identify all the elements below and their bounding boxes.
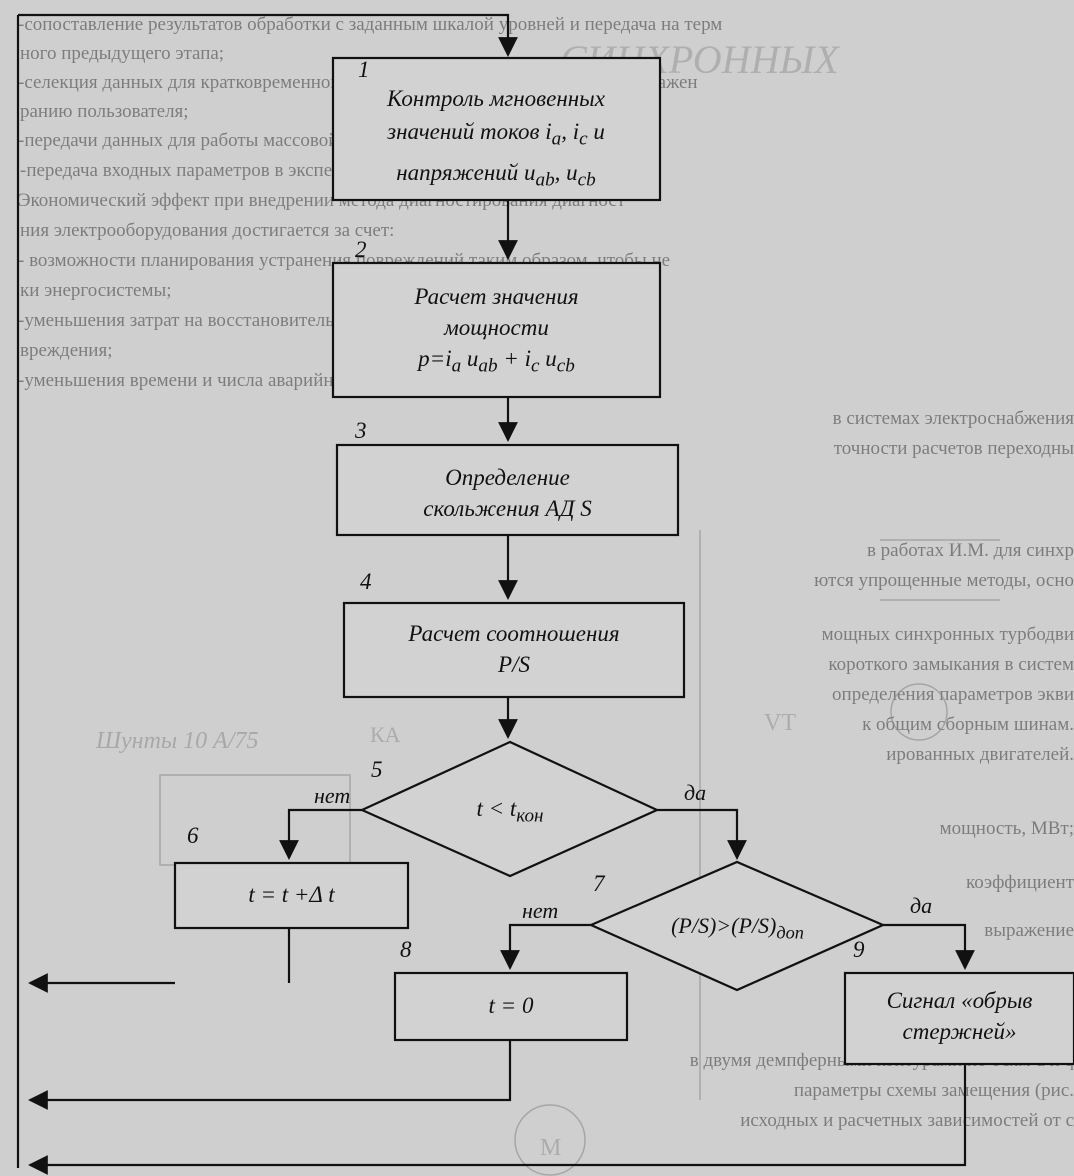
block-number-9: 9: [853, 937, 865, 962]
background-right-line: мощных синхронных турбодви: [821, 624, 1074, 645]
background-line: ного предыдущего этапа;: [20, 43, 225, 64]
block-2-line1: Расчет значения: [414, 284, 579, 309]
block-number-8: 8: [400, 937, 412, 962]
block-number-5: 5: [371, 757, 383, 782]
background-right-line: выражение: [984, 920, 1074, 941]
decision-7-yes-label: да: [910, 893, 933, 918]
background-line: -сопоставление результатов обработки с з…: [18, 14, 723, 35]
block-4-line2: P/S: [498, 652, 530, 677]
block-number-2: 2: [355, 237, 367, 262]
block-number-3: 3: [355, 418, 367, 443]
background-line: -передачи данных для работы массовой: [18, 130, 339, 151]
decision-7-no-label: нет: [522, 898, 559, 923]
background-line: вреждения;: [20, 340, 113, 361]
background-right-line: исходных и расчетных зависимостей от с: [740, 1110, 1074, 1131]
background-line: ранию пользователя;: [20, 101, 189, 122]
block-number-6: 6: [187, 823, 199, 848]
background-line: ки энергосистемы;: [20, 280, 172, 301]
background-right-line: коэффициент: [966, 872, 1074, 893]
background-right-line: параметры схемы замещения (рис.: [793, 1080, 1074, 1101]
block-4-text: Расчет соотношения P/S: [344, 618, 684, 680]
ghost-vt-label: VT: [764, 710, 796, 736]
block-9-text: Сигнал «обрыв стержней»: [845, 985, 1074, 1047]
background-right-line: в системах электроснабжения: [832, 408, 1074, 429]
block-2-line2: мощности: [444, 315, 549, 340]
ghost-motor-label: М: [540, 1135, 562, 1161]
block-4-line1: Расчет соотношения: [408, 621, 620, 646]
background-right-line: в работах И.М. для синхр: [866, 540, 1074, 561]
background-right-line: мощность, МВт;: [939, 818, 1074, 839]
decision-5-yes-label: да: [684, 780, 707, 805]
block-2-formula: p=ia uab + ic ucb: [418, 346, 575, 377]
decision-5-no-label: нет: [314, 783, 351, 808]
decision-5-condition: t < tкон: [476, 796, 544, 827]
background-right-line: к общим сборным шинам.: [862, 714, 1074, 735]
block-3-line2: скольжения АД S: [423, 496, 592, 521]
block-9-line2: стержней»: [902, 1019, 1017, 1044]
background-right-line: короткого замыкания в систем: [828, 654, 1074, 675]
block-9-line1: Сигнал «обрыв: [886, 988, 1033, 1013]
block-6-text: t = t +Δ t: [248, 882, 335, 907]
block-3-line1: Определение: [445, 465, 570, 490]
ghost-ka-label: КА: [370, 722, 401, 747]
background-right-line: определения параметров экви: [832, 684, 1074, 705]
background-right-line: ются упрощенные методы, осно: [814, 570, 1074, 591]
block-8-text: t = 0: [488, 993, 534, 1018]
background-line: ния электрооборудования достигается за с…: [20, 220, 395, 241]
decision-7-condition: (P/S)>(P/S)доп: [671, 913, 804, 943]
block-number-1: 1: [358, 57, 370, 82]
block-3-text: Определение скольжения АД S: [337, 462, 678, 524]
block-2-text: Расчет значения мощности p=ia uab + ic u…: [333, 281, 660, 382]
background-right-line: ированных двигателей.: [886, 744, 1074, 765]
background-right-line: точности расчетов переходны: [833, 438, 1074, 459]
block-number-7: 7: [593, 871, 605, 896]
block-number-4: 4: [360, 569, 372, 594]
ghost-shunt-label: Шунты 10 А/75: [96, 728, 259, 754]
